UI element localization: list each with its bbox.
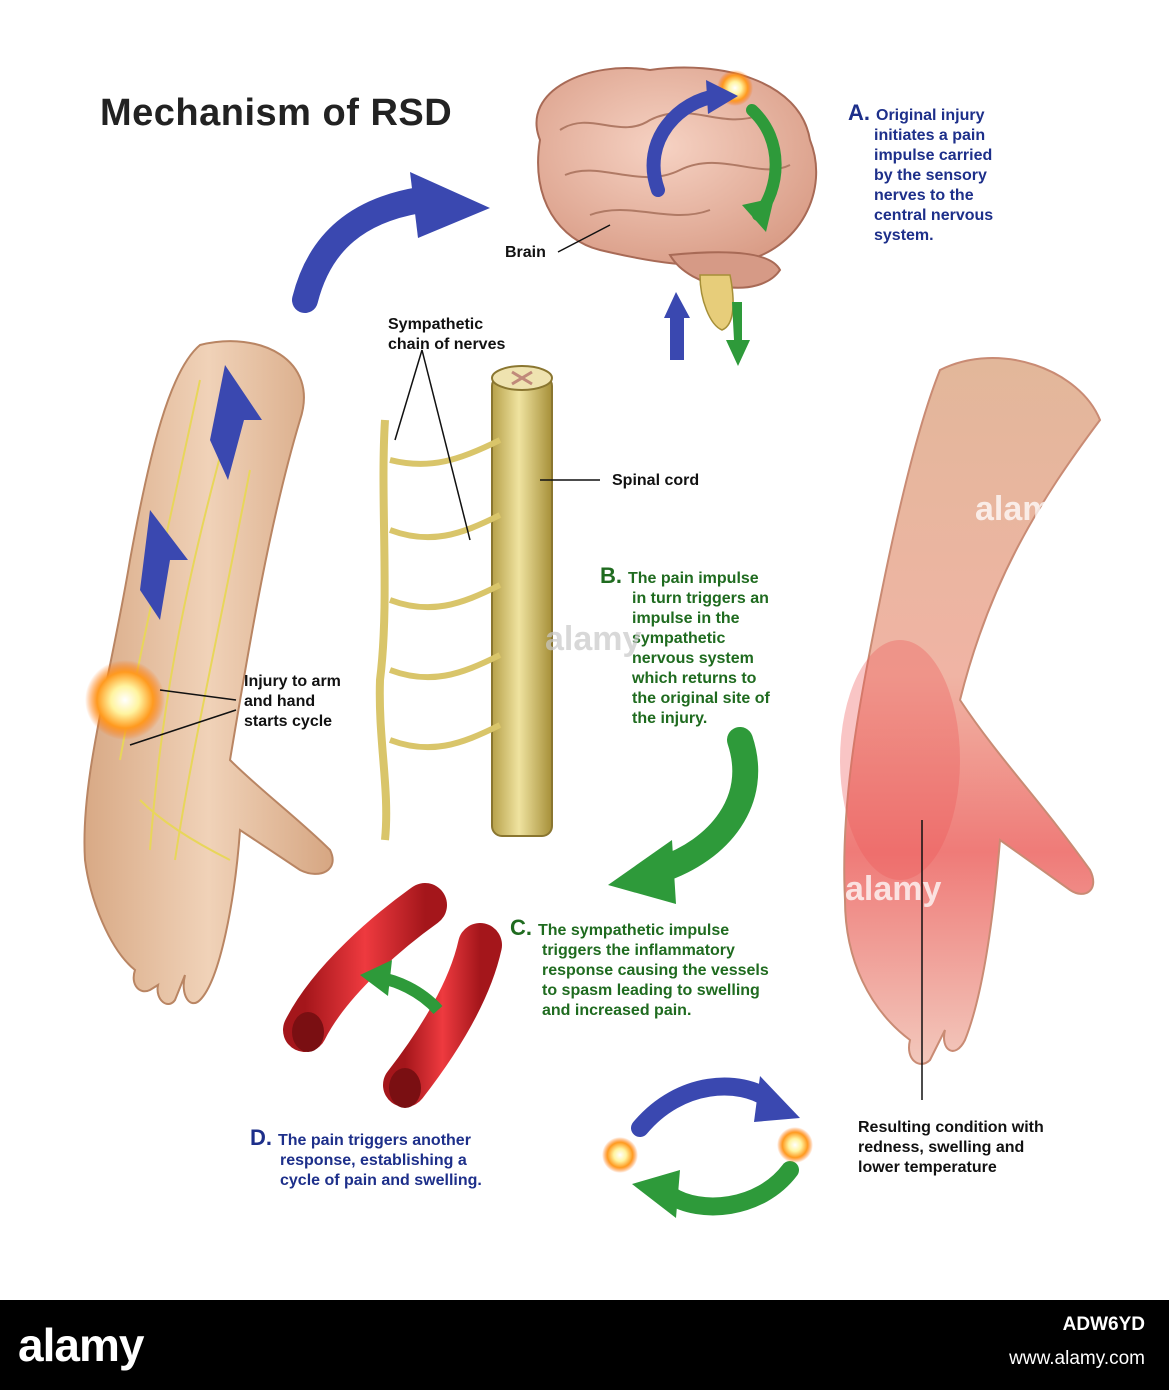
step-c: C. The sympathetic impulse triggers the i…: [510, 915, 769, 1021]
watermark: alamy: [545, 620, 642, 658]
watermark: alamy: [975, 490, 1072, 528]
step-b-line: The pain impulse: [628, 570, 759, 587]
watermark: alamy: [845, 870, 942, 908]
step-b-line: sympathetic: [632, 630, 726, 647]
left-arm-illustration: [83, 340, 334, 1005]
step-d-line: The pain triggers another: [278, 1132, 471, 1149]
label-result-2: redness, swelling and: [858, 1139, 1025, 1156]
label-brain: Brain: [505, 244, 546, 261]
step-a-line: system.: [874, 227, 934, 244]
brain-illustration: [535, 66, 818, 366]
green-cycle-arrow: [608, 727, 759, 904]
step-a-line: by the sensory: [874, 167, 987, 184]
blue-cycle-arrow-top: [292, 172, 490, 313]
step-c-line: response causing the vessels: [542, 962, 769, 979]
step-a-line: Original injury: [876, 107, 985, 124]
step-c-line: triggers the inflammatory: [542, 942, 735, 959]
label-sympathetic-chain-2: chain of nerves: [388, 336, 506, 353]
step-b: B. The pain impulse in turn triggers an i…: [600, 563, 770, 729]
label-spinal-cord: Spinal cord: [612, 472, 700, 489]
step-d-line: response, establishing a: [280, 1152, 467, 1169]
pain-cycle-arrows: [602, 1076, 813, 1218]
step-b-letter: B.: [600, 563, 622, 588]
step-b-line: which returns to: [632, 670, 757, 687]
blood-vessels-illustration: [283, 883, 502, 1108]
step-c-line: The sympathetic impulse: [538, 922, 730, 939]
step-b-line: the original site of: [632, 690, 770, 707]
step-d-line: cycle of pain and swelling.: [280, 1172, 482, 1189]
illustration: [83, 66, 1102, 1218]
step-a-letter: A.: [848, 100, 870, 125]
nerve-branches: [388, 437, 502, 751]
step-b-line: in turn triggers an: [632, 590, 769, 607]
step-b-line: nervous system: [632, 650, 754, 667]
label-result-3: lower temperature: [858, 1159, 997, 1176]
label-injury-2: and hand: [244, 693, 316, 710]
step-c-line: to spasm leading to swelling: [542, 982, 760, 999]
step-a-line: initiates a pain: [874, 127, 986, 144]
step-a: A. Original injury initiates a pain impul…: [848, 100, 994, 246]
leader-lines: [129, 224, 611, 746]
image-id: ADW6YD: [1062, 1314, 1145, 1335]
step-a-line: impulse carried: [874, 147, 993, 164]
label-result-1: Resulting condition with: [858, 1119, 1044, 1136]
label-injury-1: Injury to arm: [244, 673, 341, 690]
step-c-letter: C.: [510, 915, 532, 940]
label-injury-3: starts cycle: [244, 713, 333, 730]
right-arm-illustration: [840, 357, 1102, 1100]
brand-logo: alamy: [18, 1319, 144, 1371]
diagram-canvas: Mechanism of RSD Brain Sympathetic chain…: [83, 66, 1102, 1218]
step-b-line: the injury.: [632, 710, 708, 727]
diagram-title: Mechanism of RSD: [100, 92, 453, 134]
label-sympathetic-chain-1: Sympathetic: [388, 316, 484, 333]
footer-bar: alamy ADW6YD www.alamy.com: [0, 1300, 1169, 1390]
step-c-line: and increased pain.: [542, 1002, 692, 1019]
step-a-line: nerves to the: [874, 187, 974, 204]
spinal-cord-illustration: [375, 365, 553, 841]
site-url[interactable]: www.alamy.com: [1009, 1348, 1145, 1369]
step-d: D. The pain triggers another response, es…: [250, 1125, 482, 1191]
step-a-line: central nervous: [874, 207, 994, 224]
step-b-line: impulse in the: [632, 610, 740, 627]
step-d-letter: D.: [250, 1125, 272, 1150]
